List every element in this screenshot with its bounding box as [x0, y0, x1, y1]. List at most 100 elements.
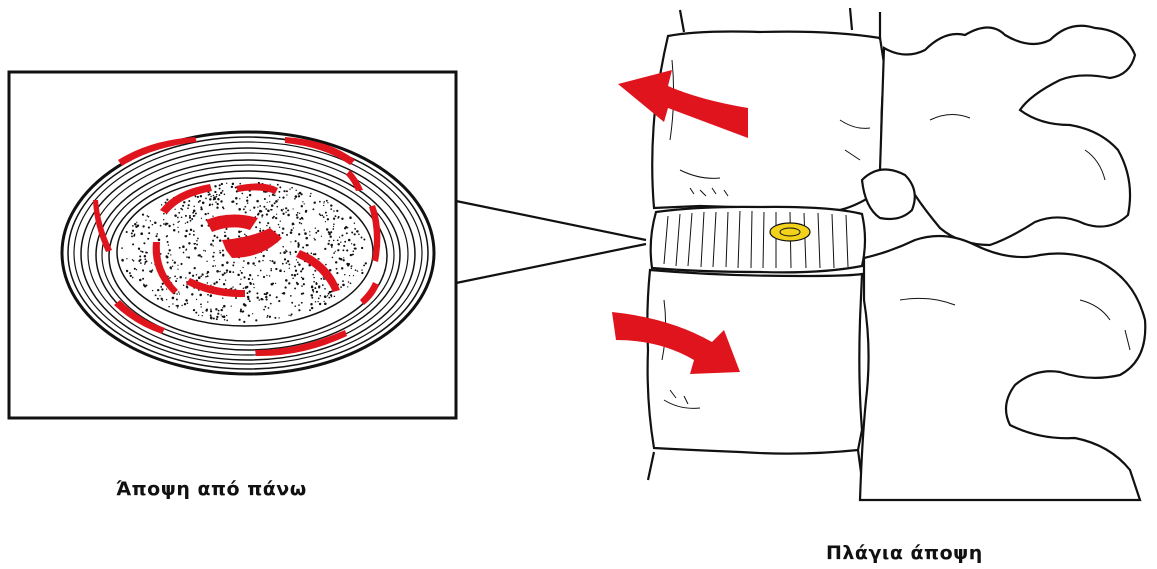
- stipple-dot: [326, 200, 328, 202]
- stipple-dot: [288, 263, 290, 265]
- stipple-dot: [356, 230, 359, 233]
- stipple-dot: [196, 299, 197, 300]
- stipple-dot: [271, 204, 274, 207]
- stipple-dot: [207, 301, 208, 302]
- stipple-dot: [217, 198, 219, 200]
- stipple-dot: [235, 197, 238, 200]
- stipple-dot: [270, 270, 272, 272]
- stipple-dot: [174, 209, 175, 210]
- stipple-dot: [269, 201, 270, 202]
- stipple-dot: [285, 207, 287, 209]
- stipple-dot: [182, 205, 184, 207]
- stipple-dot: [184, 303, 186, 305]
- stipple-dot: [332, 228, 334, 230]
- stipple-dot: [172, 297, 175, 300]
- stipple-dot: [259, 230, 261, 232]
- stipple-dot: [270, 268, 272, 270]
- stipple-dot: [332, 257, 334, 259]
- stipple-dot: [174, 276, 176, 278]
- stipple-dot: [185, 215, 187, 217]
- stipple-dot: [191, 293, 193, 295]
- stipple-dot: [355, 269, 357, 271]
- stipple-dot: [239, 183, 241, 185]
- stipple-dot: [319, 303, 321, 305]
- stipple-dot: [320, 278, 322, 280]
- stipple-dot: [267, 315, 269, 317]
- stipple-dot: [293, 227, 294, 228]
- stipple-dot: [276, 206, 278, 208]
- stipple-dot: [264, 198, 266, 200]
- stipple-dot: [229, 271, 231, 273]
- stipple-dot: [238, 231, 241, 234]
- stipple-dot: [300, 270, 302, 272]
- stipple-dot: [244, 206, 246, 208]
- stipple-dot: [206, 308, 208, 310]
- stipple-dot: [269, 195, 270, 196]
- stipple-dot: [348, 239, 351, 242]
- stipple-dot: [126, 270, 128, 272]
- callout-lines: [456, 201, 646, 283]
- stipple-dot: [330, 204, 332, 206]
- stipple-dot: [238, 235, 240, 237]
- stipple-dot: [310, 303, 312, 305]
- stipple-dot: [353, 275, 354, 276]
- stipple-dot: [294, 265, 296, 267]
- stipple-dot: [142, 278, 144, 280]
- stipple-dot: [268, 307, 270, 309]
- stipple-dot: [207, 213, 209, 215]
- stipple-dot: [253, 287, 254, 288]
- stipple-dot: [222, 250, 224, 252]
- stipple-dot: [304, 229, 306, 231]
- stipple-dot: [142, 225, 144, 227]
- stipple-dot: [193, 206, 194, 207]
- stipple-dot: [336, 268, 338, 270]
- stipple-dot: [313, 253, 315, 255]
- stipple-dot: [297, 212, 299, 214]
- stipple-dot: [298, 304, 300, 306]
- stipple-dot: [274, 202, 276, 204]
- stipple-dot: [180, 263, 182, 265]
- stipple-dot: [316, 291, 318, 293]
- stipple-dot: [299, 222, 301, 224]
- stipple-dot: [215, 308, 217, 310]
- stipple-dot: [136, 222, 137, 223]
- stipple-dot: [179, 276, 182, 279]
- stipple-dot: [181, 209, 183, 211]
- stipple-dot: [218, 310, 220, 312]
- stipple-dot: [226, 183, 227, 184]
- stipple-dot: [177, 265, 178, 266]
- stipple-dot: [212, 216, 213, 217]
- stipple-dot: [192, 275, 194, 277]
- stipple-dot: [154, 221, 157, 224]
- stipple-dot: [309, 309, 311, 311]
- stipple-dot: [221, 309, 223, 311]
- stipple-dot: [231, 305, 232, 306]
- stipple-dot: [310, 193, 312, 195]
- stipple-dot: [313, 201, 315, 203]
- stipple-dot: [292, 278, 294, 280]
- stipple-dot: [256, 292, 258, 294]
- stipple-dot: [283, 209, 284, 210]
- stipple-dot: [192, 212, 194, 214]
- stipple-dot: [340, 286, 342, 288]
- stipple-dot: [175, 280, 177, 282]
- stipple-dot: [243, 276, 245, 278]
- stipple-dot: [201, 218, 202, 219]
- stipple-dot: [286, 262, 288, 264]
- stipple-dot: [219, 239, 222, 242]
- stipple-dot: [294, 305, 296, 307]
- stipple-dot: [286, 234, 288, 236]
- stipple-dot: [176, 299, 178, 301]
- stipple-dot: [282, 246, 284, 248]
- stipple-dot: [349, 275, 350, 276]
- stipple-dot: [155, 235, 157, 237]
- stipple-dot: [130, 275, 132, 277]
- stipple-dot: [200, 275, 202, 277]
- stipple-dot: [225, 280, 226, 281]
- stipple-dot: [209, 203, 211, 205]
- stipple-dot: [249, 282, 251, 284]
- stipple-dot: [202, 312, 204, 314]
- stipple-dot: [166, 299, 167, 300]
- stipple-dot: [278, 224, 279, 225]
- stipple-dot: [260, 210, 262, 212]
